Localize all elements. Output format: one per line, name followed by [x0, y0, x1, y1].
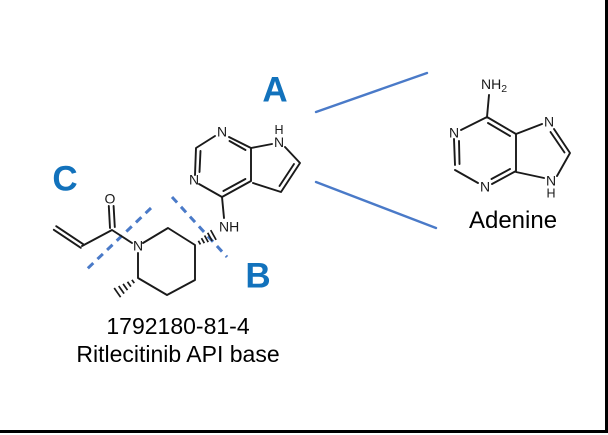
- amine-linker: NH: [197, 196, 239, 245]
- pyrrole-ring-bonds: [250, 143, 301, 193]
- cleavage-line-amine: [170, 195, 229, 259]
- cleavage-lines: [83, 195, 229, 273]
- adenine-nh2-label: NH2: [481, 76, 507, 95]
- connector-line-bottom: [314, 180, 438, 230]
- region-label-b: B: [245, 256, 271, 296]
- cas-number: 1792180-81-4: [106, 313, 250, 339]
- carbonyl-double-bond: [107, 205, 116, 229]
- pyrrole-n7-label: N: [274, 134, 284, 150]
- hash-mark: [131, 279, 135, 284]
- piperidine-n-label: N: [133, 238, 143, 254]
- adenine-pyrimidine-inner-double-lines: [458, 122, 511, 180]
- pyrimidine-double-bond-inner-lines: [198, 140, 247, 192]
- pyrrole-nh-hydrogen-label: H: [274, 123, 283, 137]
- hash-mark: [126, 281, 132, 288]
- region-label-c: C: [52, 159, 78, 199]
- adenine-imidazole-inner-double-line: [549, 131, 566, 154]
- adenine-name: Adenine: [468, 207, 558, 234]
- hash-mark: [203, 235, 209, 243]
- ritlecitinib-structure: N N H N NH N: [52, 123, 301, 298]
- amine-nh-label: NH: [219, 219, 239, 235]
- hash-mark: [209, 229, 217, 241]
- vinyl-double-bond: [52, 225, 85, 249]
- hash-mark: [113, 287, 122, 298]
- adenine-structure: NH2 N N N N H: [449, 76, 571, 201]
- ritlecitinib-name: Ritlecitinib API base: [76, 341, 280, 367]
- carbonyl-oxygen-label: O: [105, 191, 116, 207]
- piperidine-ring-bonds: [137, 227, 196, 296]
- adenine-n3-label: N: [480, 179, 490, 195]
- acryloyl-group: O: [52, 191, 133, 249]
- adenine-pyrimidine-ring-bonds: [453, 116, 517, 185]
- region-label-a: A: [262, 70, 288, 110]
- adenine-n9-hydrogen-label: H: [546, 187, 555, 201]
- pyrrole-double-bond-inner-line: [278, 163, 295, 187]
- c4-to-nh-bond: [221, 196, 225, 219]
- bottom-border-line: [0, 430, 608, 433]
- hash-mark: [197, 240, 202, 245]
- piperidine-ring: N: [113, 227, 196, 298]
- adenine-nh2-base: NH: [481, 76, 501, 92]
- pyrrolopyrimidine-ring: N N H N: [189, 123, 301, 198]
- amide-and-vinyl-bonds: [81, 229, 133, 247]
- cleavage-line-amide: [83, 206, 153, 273]
- adenine-n1-label: N: [449, 125, 459, 141]
- hash-mark: [118, 285, 125, 295]
- connector-line-top: [314, 71, 429, 114]
- hash-mark: [206, 232, 213, 242]
- connector-lines: [314, 71, 438, 230]
- hash-mark: [122, 283, 129, 291]
- adenine-nh2-subscript: 2: [501, 83, 507, 95]
- hash-mark: [200, 237, 206, 244]
- pyrimidine-ring-bonds: [194, 135, 252, 198]
- ring-n3-label: N: [189, 172, 199, 188]
- adenine-amino-bond: [486, 94, 490, 118]
- adenine-imidazole-ring-bonds: [515, 123, 571, 179]
- amine-hash-wedge: [197, 229, 217, 245]
- adenine-n7-label: N: [544, 114, 554, 130]
- ring-n1-label: N: [217, 124, 227, 140]
- adenine-n9-label: N: [546, 173, 556, 189]
- right-border-line: [605, 0, 608, 433]
- methyl-hash-wedge: [113, 279, 135, 298]
